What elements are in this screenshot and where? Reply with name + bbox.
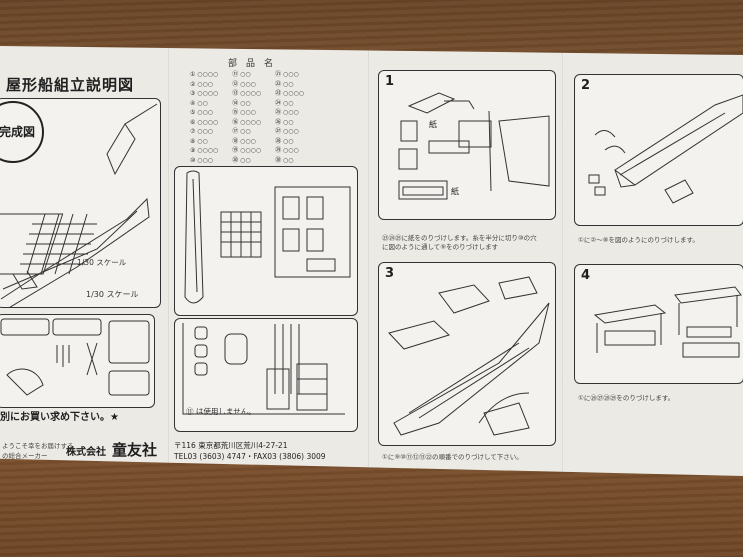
fold-line [562,46,564,476]
step-1-panel: 1 紙 紙 [378,70,556,220]
step-1-paper-label-b: 紙 [451,187,459,196]
step-2-caption: ①に②～⑧を図のようにのりづけします。 [578,236,699,244]
step-1-paper-label: 紙 [429,120,437,129]
step-1-drawing [398,92,550,200]
pliers-icon [86,342,98,376]
scale-label-bottom: 1/30 スケール [86,290,139,299]
parts-sprue-icon [184,170,351,304]
parts-unused-note: ⑪ は使用しません。 [186,407,256,416]
step-2-panel: 2 [574,74,743,226]
step-1-number: 1 [385,74,395,89]
step-4-drawing [593,286,742,358]
fold-line [368,46,370,476]
step-4-caption: ①に㉖㉗㉘㉙をのりづけします。 [578,394,675,402]
footer-note-a: ようこそ幸をお届けする [2,442,74,450]
parts-list: ① ○○○○② ○○○③ ○○○○④ ○○⑤ ○○○⑥ ○○○○⑦ ○○○⑧ ○… [190,71,304,164]
knife-icon [56,345,70,367]
fold-line [168,46,170,476]
completed-badge-label: 完成図 [0,125,36,139]
step-3-drawing [388,276,550,436]
tools-panel [0,314,155,408]
step-3-number: 3 [385,266,395,281]
parts-sprue-a [174,166,358,316]
footer-note-b: の総合メーカー [2,452,48,460]
sheet-title: 屋形船組立説明図 [6,76,135,94]
tools-drawing [0,318,150,396]
purchase-note: 別にお買い求め下さい。★ [0,412,119,423]
boat-drawing-icon [0,103,158,307]
parts-list-title: 部 品 名 [228,59,274,69]
step-2-drawing [588,94,743,204]
step-4-number: 4 [581,268,591,283]
step-4-panel: 4 [574,264,743,384]
hand-icon [6,368,44,396]
company-prefix: 株式会社 [66,447,106,458]
step-3-panel: 3 [378,262,556,446]
address-line1: 〒116 東京都荒川区荒川4-27-21 [174,441,288,450]
parts-sprue-icon [182,323,345,415]
step-2-number: 2 [581,78,591,93]
step-3-caption: ①に⑨⑩⑪⑫⑬㉒の順番でのりづけして下さい。 [382,453,523,461]
address-line2: TEL03 (3603) 4747・FAX03 (3806) 3009 [174,452,326,461]
scale-label: 1/30 スケール [77,258,127,267]
instruction-sheet: 屋形船組立説明図 1/30 スケール 完成図 1/30 スケール 別にお買い求め… [0,46,743,476]
step-1-caption: ㉓㉔㉕に紙をのりづけします。糸を半分に切り⑩の穴に図のように通して⑨をのりづけし… [382,234,537,251]
parts-sprue-b [174,318,358,432]
company-name: 童友社 [112,441,158,459]
